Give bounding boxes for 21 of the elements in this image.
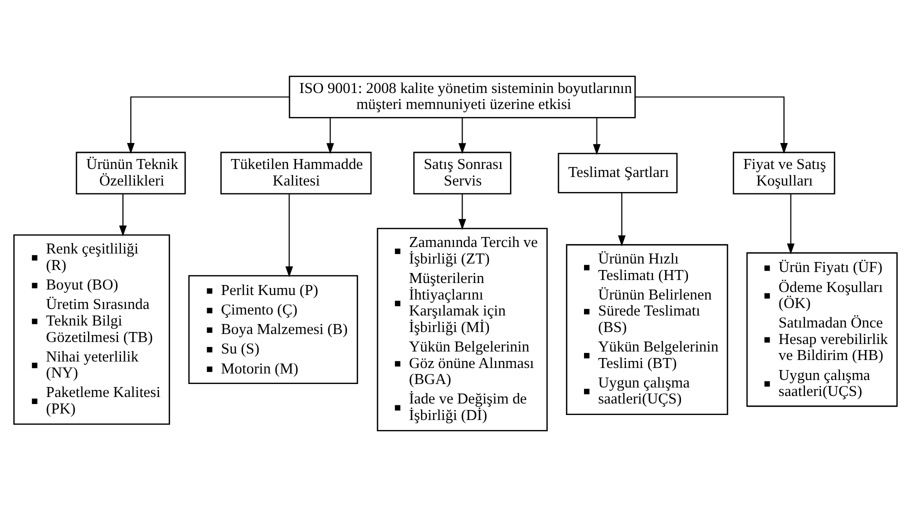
node-box: Ürün Fiyatı (ÜF) Ödeme Koşulları (ÖK) Satılmadan Önce Hesap verebilirlik ve Bildirim (HB) Uygun çalışma saatleri(UÇS) xyxy=(746,252,898,406)
arrow xyxy=(284,193,293,277)
node-box: Satış Sonrası Servis xyxy=(412,151,511,194)
node-box: Renk çeşitliliği (R) Boyut (BO) Üretim Sırasında Teknik Bilgi Gözetilmesi (TB) Nihai yeterlilik (NY) Paketleme Kalitesi (PK) xyxy=(12,234,170,424)
arrow xyxy=(592,117,600,154)
node-box: ISO 9001: 2008 kalite yönetim sisteminin boyutlarının müşteri memnuniyeti üzerine etkisi xyxy=(288,75,636,118)
node-box: Tüketilen Hammadde Kalitesi xyxy=(220,151,372,194)
arrow xyxy=(634,96,788,154)
node-box: Teslimat Şartları xyxy=(557,152,678,193)
arrow xyxy=(786,193,794,254)
arrow xyxy=(458,193,466,230)
node-box: Ürünün Teknik Özellikleri xyxy=(75,151,186,194)
arrow xyxy=(326,117,334,154)
node-box: Fiyat ve Satış Koşulları xyxy=(732,151,835,194)
arrow xyxy=(118,193,126,236)
arrow xyxy=(126,96,289,154)
node-box: Ürünün Hızlı Teslimatı (HT) Ürünün Belirlenen Sürede Teslimatı (BS) Yükün Belgelerinin Teslimi (BT) Uygun çalışma saatleri(UÇS) xyxy=(565,244,728,414)
arrow xyxy=(458,117,466,154)
arrow xyxy=(617,192,626,246)
node-box: Zamanında Tercih ve İşbirliği (ZT) Müşterilerin İhtiyaçlarını Karşılamak için İşbirliği (Mİ) Yükün Belgelerinin Göz önüne Alınması (BGA) İade ve Değişim de İşbirliği (Dİ) xyxy=(376,227,548,431)
node-box: Perlit Kumu (P) Çimento (Ç) Boya Malzemesi (B) Su (S) Motorin (M) xyxy=(188,274,358,384)
